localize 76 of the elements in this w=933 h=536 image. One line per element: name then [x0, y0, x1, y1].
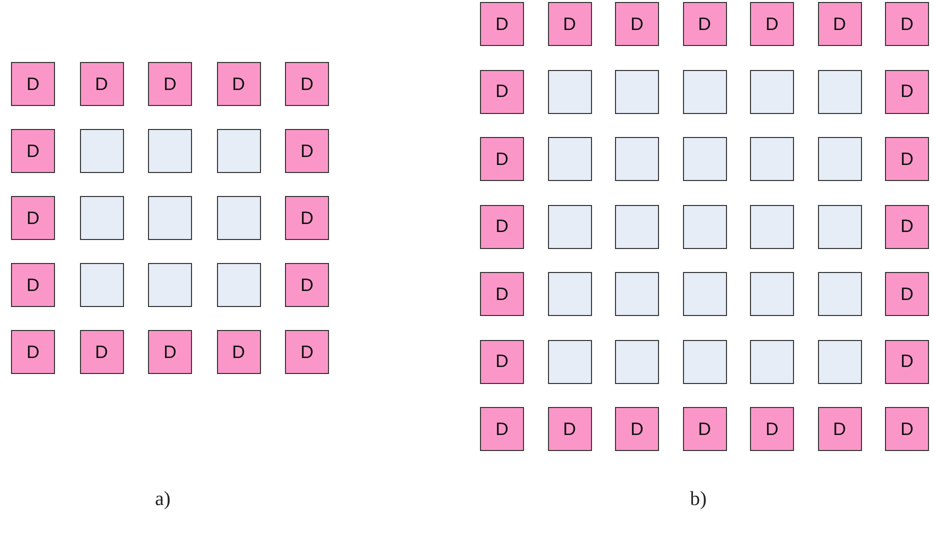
grid-square: D [480, 272, 524, 316]
grid-square [682, 204, 726, 248]
grid-square: D [615, 2, 659, 46]
grid-square: D [480, 407, 524, 451]
grid-square: D [11, 263, 55, 307]
grid-square: D [11, 330, 55, 374]
grid-square [548, 272, 592, 316]
grid-square: D [480, 2, 524, 46]
grid-square [216, 263, 260, 307]
grid-square [80, 129, 124, 173]
grid-square: D [885, 204, 929, 248]
grid-square [148, 263, 192, 307]
grid-square [216, 129, 260, 173]
grid-square: D [885, 2, 929, 46]
grid-square: D [285, 196, 329, 240]
grid-square [615, 137, 659, 181]
grid-square [682, 340, 726, 384]
grid-square: D [548, 2, 592, 46]
grid-square: D [885, 340, 929, 384]
grid-square: D [885, 407, 929, 451]
grid-square [682, 137, 726, 181]
grid-square: D [148, 330, 192, 374]
panel-label: b) [690, 488, 707, 511]
panel-label: a) [155, 488, 171, 511]
grid-square [148, 129, 192, 173]
grid-square: D [285, 129, 329, 173]
grid-square: D [480, 340, 524, 384]
grid-square [818, 204, 862, 248]
grid-square [548, 137, 592, 181]
grid-square [818, 70, 862, 114]
grid-square [615, 204, 659, 248]
grid-square [148, 196, 192, 240]
grid-square [750, 70, 794, 114]
grid-square [682, 70, 726, 114]
grid-square: D [885, 137, 929, 181]
grid-square: D [216, 62, 260, 106]
grid-square [750, 204, 794, 248]
grid-square: D [885, 70, 929, 114]
grid-square: D [548, 407, 592, 451]
grid-square [750, 340, 794, 384]
grid-square [615, 340, 659, 384]
grid-square [80, 196, 124, 240]
grid-square: D [615, 407, 659, 451]
grid-square: D [750, 407, 794, 451]
grid-square: D [682, 407, 726, 451]
grid-square [682, 272, 726, 316]
grid-square [818, 340, 862, 384]
grid-square [548, 340, 592, 384]
grid-square [80, 263, 124, 307]
grid-square [615, 272, 659, 316]
grid-square: D [285, 330, 329, 374]
grid-square: D [80, 62, 124, 106]
grid-square: D [11, 129, 55, 173]
grid-square: D [750, 2, 794, 46]
grid-square: D [818, 407, 862, 451]
grid-square [548, 70, 592, 114]
grid-square: D [480, 137, 524, 181]
grid-square [216, 196, 260, 240]
grid-square [818, 137, 862, 181]
grid-square: D [885, 272, 929, 316]
grid-square: D [285, 263, 329, 307]
grid-square [818, 272, 862, 316]
grid-square: D [480, 204, 524, 248]
grid-square: D [11, 62, 55, 106]
grid-square: D [148, 62, 192, 106]
grid-square: D [682, 2, 726, 46]
grid-square [750, 137, 794, 181]
grid-square: D [480, 70, 524, 114]
grid-square: D [80, 330, 124, 374]
grid-square: D [818, 2, 862, 46]
grid-square: D [216, 330, 260, 374]
grid-square: D [285, 62, 329, 106]
grid-square [615, 70, 659, 114]
grid-square [750, 272, 794, 316]
grid-square: D [11, 196, 55, 240]
grid-square [548, 204, 592, 248]
